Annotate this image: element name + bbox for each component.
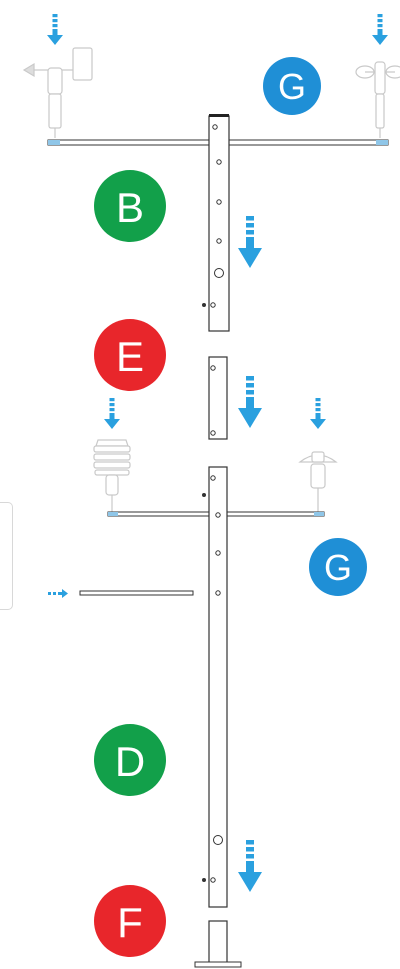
wind-vane-sensor — [22, 47, 93, 138]
lower-mast-section — [202, 466, 228, 908]
anemometer-sensor — [355, 61, 400, 138]
connector-section — [208, 356, 228, 440]
base-plate — [194, 920, 242, 968]
badge-g-top: G — [263, 57, 321, 115]
arrow-down-icon — [47, 14, 63, 45]
svg-text:F: F — [117, 899, 143, 946]
arrow-down-icon — [372, 14, 388, 45]
rain-gauge-sensor — [298, 451, 338, 512]
side-rod — [79, 590, 194, 596]
arrow-down-icon — [238, 216, 262, 268]
svg-text:E: E — [116, 333, 144, 380]
badge-f: F — [94, 885, 166, 957]
badge-g-mid: G — [309, 538, 367, 596]
arrow-down-icon — [104, 398, 120, 429]
arrow-right-icon — [48, 589, 68, 598]
arrow-down-icon — [238, 376, 262, 428]
badge-d: D — [94, 724, 166, 796]
svg-text:B: B — [116, 184, 144, 231]
arrow-down-icon — [310, 398, 326, 429]
radiation-shield-sensor — [93, 439, 131, 512]
svg-text:G: G — [278, 66, 306, 107]
svg-text:D: D — [115, 738, 145, 785]
side-panel-tab[interactable] — [0, 502, 13, 610]
badge-e: E — [94, 319, 166, 391]
svg-text:G: G — [324, 547, 352, 588]
upper-mast-section — [202, 114, 230, 332]
arrow-down-icon — [238, 840, 262, 892]
badge-b: B — [94, 170, 166, 242]
